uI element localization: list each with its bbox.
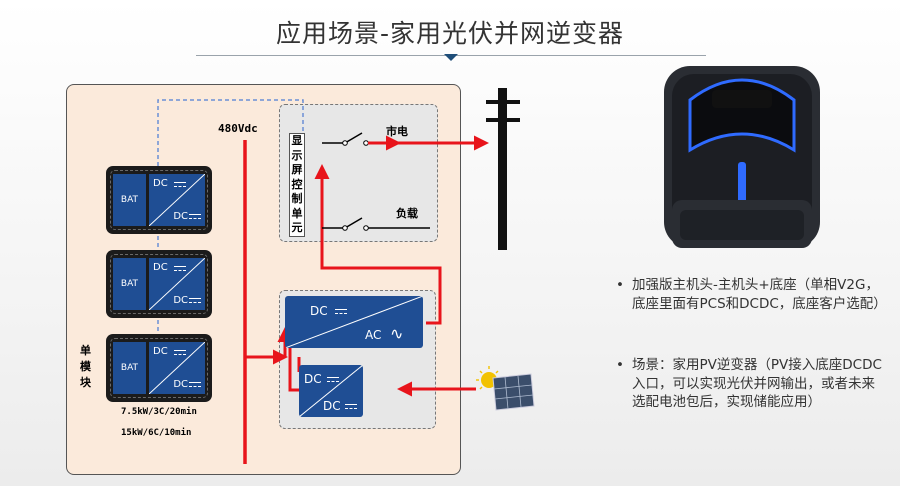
pv-dcdc-converter: DC DC [299,365,363,417]
dc-label: DC [173,295,188,306]
load-switch-contact [363,225,369,231]
battery-module: BAT DC DC [106,250,212,318]
dcdc-converter: DC DC [149,342,205,394]
dc-symbol-icon [189,213,201,220]
ac-wave-icon: ∿ [390,324,404,343]
dc-symbol-icon [189,297,201,304]
load-label: 负载 [396,207,418,220]
load-switch-blade [344,217,363,229]
signal-line [157,99,304,166]
dc-symbol-icon [174,181,186,188]
switch-box [279,104,438,242]
note-item: 场景：家用PV逆变器（PV接入底座DCDC入口，可以实现光伏并网输出，或者未来选… [616,356,882,412]
spec-line-2: 15kW/6C/10min [121,428,192,438]
battery-module: BAT DC DC [106,166,212,234]
inverter-dc-label: DC [310,304,328,318]
display-control-unit-text: 显示屏控制单元 [291,134,303,234]
battery-module: BAT DC DC [106,334,212,402]
dc-label: DC [173,211,188,222]
grid-switch-blade [344,132,363,144]
dc-symbol-icon [335,308,347,315]
dc-symbol-icon [174,265,186,272]
dcdc-converter: DC DC [149,258,205,310]
dc-symbol-icon [327,376,339,383]
dcdc-out-line [288,345,299,392]
single-module-label: 单模块 [80,344,91,389]
dcdc-converter: DC DC [149,174,205,226]
battery-cell: BAT [113,258,146,310]
v2g-host-device-image [664,66,820,248]
dcdc-top-label: DC [304,372,322,386]
dc-symbol-icon [174,349,186,356]
solar-panel-icon [476,366,535,411]
grid-switch-contact [363,140,369,146]
note-item: 加强版主机头-主机头+底座（单相V2G，底座里面有PCS和DCDC，底座客户选配… [616,276,887,313]
grid-label: 市电 [386,125,408,138]
dc-symbol-icon [345,403,357,410]
dc-label: DC [153,346,168,357]
battery-cell: BAT [113,342,146,394]
page-title: 应用场景-家用光伏并网逆变器 [275,19,625,48]
display-control-unit: 显示屏控制单元 [289,133,305,237]
battery-cell: BAT [113,174,146,226]
dcdc-bottom-label: DC [323,399,341,413]
dc-symbol-icon [189,381,201,388]
dc-label: DC [153,178,168,189]
utility-pole-icon [486,88,520,250]
ac-output-line [314,164,442,325]
title-marker-icon [444,54,458,61]
bus-voltage-label: 480Vdc [218,122,258,135]
inverter-dc-ac: DC AC ∿ [285,296,423,348]
dc-label: DC [153,262,168,273]
inverter-ac-label: AC [365,328,382,342]
spec-line-1: 7.5kW/3C/20min [121,407,197,417]
load-switch-pole [342,225,348,231]
dc-label: DC [173,379,188,390]
grid-switch-pole [342,140,348,146]
